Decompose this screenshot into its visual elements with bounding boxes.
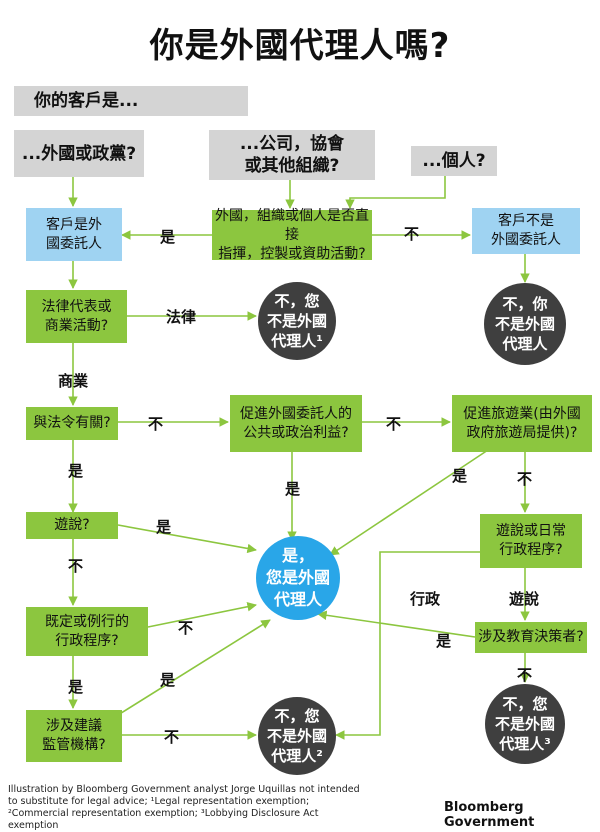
label-no-law: 不 bbox=[148, 415, 164, 433]
box-education-policy: 涉及教育決策者? bbox=[475, 622, 587, 653]
label-lobby: 遊說 bbox=[509, 590, 540, 608]
client-company: ...公司，協會 或其他組織? bbox=[209, 130, 375, 180]
box-related-to-law: 與法令有關? bbox=[26, 407, 118, 440]
label-yes-tourism: 是 bbox=[452, 467, 468, 485]
label-admin: 行政 bbox=[410, 590, 441, 608]
label-no-lobbying: 不 bbox=[68, 557, 84, 575]
box-promote-tourism: 促進旅遊業(由外國 政府旅遊局提供)? bbox=[452, 395, 592, 452]
result-not-agent-lda: 不，您 不是外國 代理人³ bbox=[485, 684, 565, 764]
label-no-regulatory: 不 bbox=[164, 728, 180, 746]
arrow-established-no bbox=[147, 602, 257, 628]
box-lobbying-or-admin: 遊說或日常 行政程序? bbox=[480, 514, 582, 568]
footer-note: Illustration by Bloomberg Government ana… bbox=[8, 784, 360, 831]
box-established-admin: 既定或例行的 行政程序? bbox=[26, 607, 148, 656]
label-yes-law: 是 bbox=[68, 462, 84, 480]
label-no-public: 不 bbox=[386, 415, 402, 433]
box-lobbying: 遊說? bbox=[26, 512, 118, 539]
label-no-directed: 不 bbox=[404, 225, 420, 243]
arrow-lobbying-yes bbox=[117, 524, 257, 554]
arrow-tourism-yes bbox=[329, 449, 489, 556]
label-no-established: 不 bbox=[178, 619, 194, 637]
box-regulatory-agency: 涉及建議 監管機構? bbox=[26, 710, 122, 762]
brand-logo-text: Bloomberg Government bbox=[444, 800, 535, 830]
box-is-foreign-principal: 客戶是外 國委託人 bbox=[26, 208, 122, 261]
label-law: 法律 bbox=[166, 308, 197, 326]
client-foreign: ...外國或政黨? bbox=[14, 130, 144, 177]
label-yes-regulatory: 是 bbox=[160, 671, 176, 689]
result-not-agent-legal: 不，您 不是外國 代理人¹ bbox=[258, 282, 336, 360]
header-your-client: 你的客戶是... bbox=[14, 86, 248, 116]
label-yes-public: 是 bbox=[285, 480, 301, 498]
page-title: 你是外國代理人嗎? bbox=[149, 26, 451, 66]
label-no-tourism: 不 bbox=[517, 470, 533, 488]
label-yes-directed: 是 bbox=[160, 228, 176, 246]
arrow-regulatory-yes bbox=[117, 619, 271, 716]
client-individual: ...個人? bbox=[411, 146, 497, 176]
box-directed-control: 外國，組織或個人是否直接 指揮，控製或資助活動? bbox=[212, 208, 372, 262]
arrow-lobbyadmin-admin bbox=[335, 551, 480, 740]
result-not-agent-commercial: 不，您 不是外國 代理人² bbox=[258, 697, 336, 775]
label-yes-established: 是 bbox=[68, 678, 84, 696]
label-yes-education: 是 bbox=[436, 632, 452, 650]
box-promote-public-interest: 促進外國委託人的 公共或政治利益? bbox=[230, 395, 362, 452]
arrow-individual-to-directed bbox=[345, 176, 446, 209]
arrow-education-yes bbox=[317, 610, 476, 638]
result-yes-foreign-agent: 是， 您是外國 代理人 bbox=[256, 536, 340, 620]
result-not-agent-client: 不，你 不是外國 代理人 bbox=[484, 283, 566, 365]
label-commerce: 商業 bbox=[58, 372, 89, 390]
box-legal-or-commercial: 法律代表或 商業活動? bbox=[26, 290, 127, 343]
label-yes-lobbying: 是 bbox=[156, 518, 172, 536]
label-no-education: 不 bbox=[517, 666, 533, 684]
box-not-foreign-principal: 客戶不是 外國委託人 bbox=[472, 208, 580, 254]
